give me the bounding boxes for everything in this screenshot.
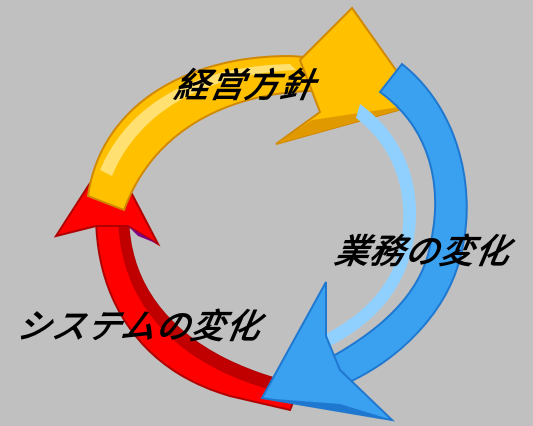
arrow-red-shade	[118, 214, 300, 396]
label-business-change: 業務の変化	[331, 232, 514, 272]
label-management-policy: 経営方針	[171, 66, 319, 106]
label-system-change: システムの変化	[13, 307, 265, 347]
arrow-red-head-shade	[128, 226, 158, 244]
arrow-yellow-highlight	[100, 64, 296, 176]
arrow-yellow-head-shade	[276, 104, 420, 144]
arrow-yellow	[86, 6, 422, 212]
arrow-blue	[260, 62, 468, 422]
arrow-blue-head-shade	[262, 398, 392, 420]
arrow-blue-highlight	[326, 104, 417, 346]
